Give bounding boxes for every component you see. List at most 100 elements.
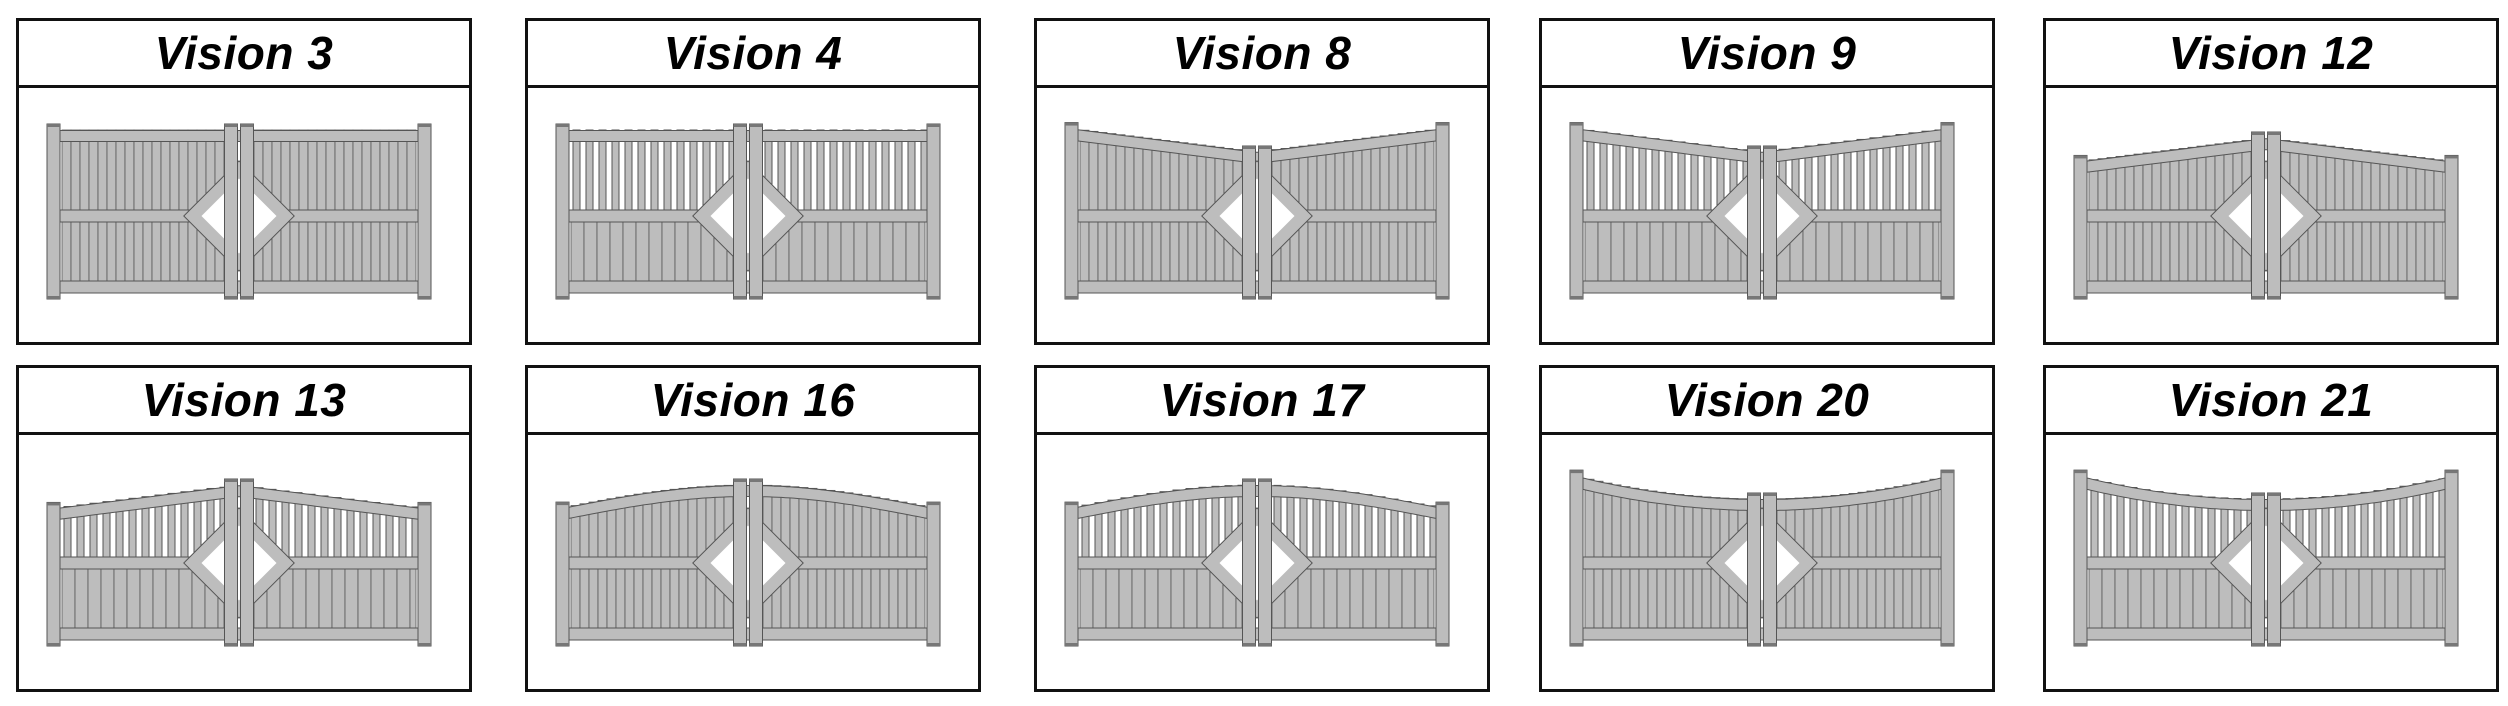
post-cap [733,479,747,482]
gate-drawing [46,123,432,300]
gate-post [1242,145,1256,300]
gate-card[interactable]: Vision 17 [1034,365,1490,692]
gate-card[interactable]: Vision 16 [525,365,981,692]
board [2379,152,2390,294]
board [2406,155,2417,294]
post-cap [1258,146,1272,149]
bottom-rail [1066,280,1448,294]
post-base [1258,643,1272,646]
gate-card[interactable]: Vision 3 [16,18,472,345]
gate-drawing [46,478,432,647]
post-cap [927,502,940,506]
gate-post [1763,145,1777,300]
bottom-rail [557,280,939,294]
bottom-rail [48,627,430,641]
diamond-brace [693,161,803,271]
post-cap [733,124,747,127]
board [2097,158,2108,294]
diamond-brace [1202,508,1312,618]
diamond-brace [184,161,294,271]
gate-post [2267,131,2281,300]
gate-post [733,123,747,300]
gate-title: Vision 8 [1172,27,1352,79]
post-base [240,296,254,299]
picket [585,129,594,217]
gate-post [555,501,570,647]
gate-post [1064,501,1079,647]
gate-card[interactable]: Vision 21 [2043,365,2499,692]
gate-card[interactable]: Vision 8 [1034,18,1490,345]
board [2124,154,2135,294]
picket [650,129,659,217]
picket [1599,131,1608,217]
top-rail [2074,476,2458,510]
gate-drawing [555,123,941,300]
post-cap [749,124,763,127]
picket [572,129,581,217]
gate-card[interactable]: Vision 20 [1539,365,1995,692]
gate-illustration [1569,122,1955,300]
post-base [1242,296,1256,299]
picket [894,129,903,217]
gate-card-header: Vision 20 [1542,368,1992,435]
gate-drawing [555,478,941,647]
board [588,501,599,641]
gate-drawing [1569,122,1955,300]
gate-title: Vision 13 [141,374,347,426]
picket [829,129,838,217]
board [906,503,917,641]
bottom-rail [557,627,939,641]
board [2415,157,2426,294]
gate-card-header: Vision 12 [2046,21,2496,88]
diamond-brace [2211,161,2321,271]
post-base [927,296,940,299]
gate-card[interactable]: Vision 12 [2043,18,2499,345]
board [597,499,608,641]
post-base [1747,296,1761,299]
picket [1586,129,1595,217]
picket [637,129,646,217]
gate-title: Vision 20 [1664,374,1870,426]
gate-illustration [1064,122,1450,300]
post-cap [224,479,238,482]
post-cap [47,502,60,506]
picket [663,129,672,217]
post-base [556,643,569,646]
post-cap [418,502,431,506]
post-cap [224,124,238,127]
post-base [1570,643,1583,646]
board [2424,158,2435,294]
post-base [1065,643,1078,646]
top-rail [2075,139,2457,173]
post-base [2251,643,2265,646]
gate-post [224,478,238,647]
board [2106,157,2117,294]
gate-card-header: Vision 9 [1542,21,1992,88]
gate-post [46,123,61,300]
gate-card-header: Vision 16 [528,368,978,435]
gate-post [2267,492,2281,647]
gate-card[interactable]: Vision 9 [1539,18,1995,345]
gate-post [749,123,763,300]
gate-card[interactable]: Vision 13 [16,365,472,692]
gate-post [1569,122,1584,300]
gate-illustration [1569,469,1955,647]
post-cap [927,124,940,127]
gate-post [1435,122,1450,300]
post-cap [240,124,254,127]
post-base [1763,643,1777,646]
gate-card[interactable]: Vision 4 [525,18,981,345]
post-base [556,296,569,299]
post-cap [1747,146,1761,149]
post-cap [556,124,569,127]
diamond-brace [1707,161,1817,271]
post-base [418,643,431,646]
picket [816,129,825,217]
post-base [1065,296,1078,299]
top-rail [1066,129,1448,163]
gate-post [2444,154,2459,300]
post-base [224,296,238,299]
gate-illustration [2073,469,2459,647]
gate-post [1763,492,1777,647]
gate-card-header: Vision 8 [1037,21,1487,88]
